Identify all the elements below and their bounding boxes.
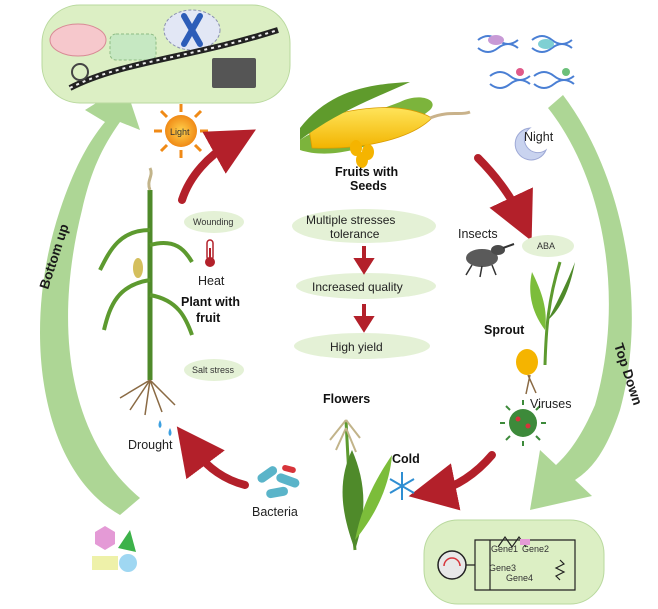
plant-with-fruit-label-2: fruit [196,311,221,325]
gear-icon [71,63,89,81]
cold-label: Cold [392,452,420,466]
aba-pill [522,235,574,257]
plant-with-fruit-label-1: Plant with [181,295,240,309]
multiple-stresses-label-1: Multiple stresses [306,213,395,227]
viruses-label: Viruses [530,397,571,411]
light-label: Light [170,127,190,137]
bottom-up-arrow [40,85,140,515]
salt-stress-label: Salt stress [192,365,235,375]
heat-label: Heat [198,274,225,288]
sprout-icon [516,261,575,395]
molecule-shapes-icon [92,526,137,572]
top-down-arrow [530,95,632,510]
meter-icon [437,550,467,580]
moon-icon [514,127,548,161]
gene1-label: Gene1 [491,544,518,554]
wounding-pill [184,211,244,233]
gene-circuit-panel [423,519,605,605]
flowers-label: Flowers [323,392,370,406]
corn-ear-icon [300,82,471,168]
flower-plant-icon [329,419,392,551]
insects-label: Insects [458,227,498,241]
dna-icons [477,35,575,89]
fruits-with-seeds-label-1: Fruits with [335,165,398,179]
wounding-label: Wounding [193,217,233,227]
thermometer-icon [205,239,215,267]
high-yield-label: High yield [330,340,383,354]
bacteria-label: Bacteria [252,505,298,519]
gene4-label: Gene4 [506,573,533,583]
multiple-stresses-label-2: tolerance [330,227,380,241]
snowflake-icon [389,472,415,500]
increased-quality-label: Increased quality [312,280,403,294]
gene3-label: Gene3 [489,563,516,573]
fruits-with-seeds-label-2: Seeds [350,179,387,193]
gene2-label: Gene2 [522,544,549,554]
salt-stress-pill [184,359,244,381]
weevil-icon [465,243,515,278]
bottom-up-panel [41,4,291,104]
aba-label: ABA [537,241,555,251]
night-label: Night [524,130,554,144]
tissue-icon [49,23,107,57]
virus-icon [500,400,546,446]
drought-label: Drought [128,438,173,452]
computer-icon [212,58,256,88]
bacteria-icon [257,464,300,499]
center-flow [292,209,436,359]
corn-plant-icon [98,167,194,436]
network-icon [109,33,157,61]
sprout-label: Sprout [484,323,525,337]
cycle-arrows [176,129,533,511]
